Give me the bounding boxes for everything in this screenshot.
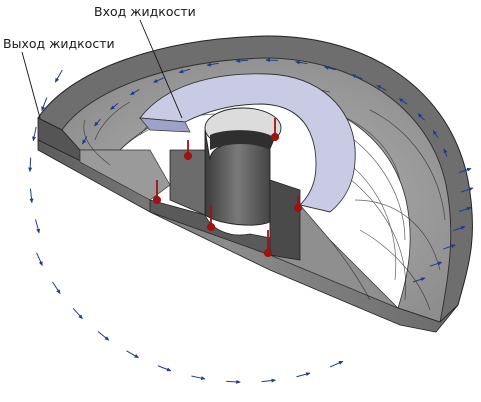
blade-curve	[344, 174, 407, 301]
inlet-leader-line	[139, 19, 183, 119]
velocity-arrow	[36, 252, 43, 267]
velocity-arrow	[126, 350, 139, 359]
velocity-arrow	[35, 219, 41, 234]
velocity-arrow	[29, 188, 34, 204]
velocity-arrow	[191, 375, 206, 381]
velocity-arrow	[432, 130, 439, 139]
velocity-arrow	[324, 65, 336, 71]
velocity-arrow	[32, 126, 37, 142]
velocity-arrow	[94, 118, 101, 127]
pressure-arrow	[270, 118, 280, 142]
velocity-arrow	[296, 372, 311, 378]
velocity-arrow	[97, 331, 110, 341]
velocity-arrow	[41, 97, 48, 112]
velocity-arrow	[417, 113, 425, 121]
velocity-arrow	[178, 68, 191, 74]
blade-curve	[94, 101, 131, 141]
velocity-arrow	[398, 97, 408, 105]
pressure-arrow	[206, 205, 216, 232]
velocity-arrow	[72, 307, 83, 320]
velocity-arrow	[52, 281, 61, 295]
velocity-arrow	[153, 77, 164, 83]
velocity-arrow	[458, 206, 472, 212]
velocity-arrow	[376, 84, 387, 91]
velocity-arrow	[429, 261, 443, 267]
blade-curve	[83, 119, 111, 166]
velocity-arrow	[412, 277, 426, 283]
velocity-arrow	[206, 62, 219, 67]
pressure-arrow	[152, 180, 162, 205]
pressure-arrow	[293, 196, 303, 213]
velocity-arrow	[129, 89, 140, 96]
blade-curve	[354, 199, 441, 271]
pressure-arrows	[152, 118, 303, 258]
outlet-leader-line	[21, 51, 41, 119]
hub-inner-shadow	[210, 130, 275, 150]
inlet-ring	[139, 73, 356, 213]
velocity-arrow	[443, 148, 448, 157]
velocity-arrow	[452, 225, 466, 232]
hub-right-block	[269, 179, 301, 261]
velocity-arrow	[261, 378, 276, 383]
velocity-arrow	[235, 58, 249, 63]
blade-curve	[329, 239, 371, 301]
inlet-ring-cut-face	[139, 117, 191, 133]
callout-leaders	[21, 19, 183, 119]
pressure-arrow	[183, 140, 193, 161]
velocity-arrow	[443, 244, 456, 250]
outlet-label: Выход жидкости	[3, 36, 115, 51]
velocity-arrow	[226, 379, 241, 384]
velocity-arrow	[295, 60, 308, 65]
velocity-arrow	[460, 187, 474, 193]
velocity-arrow	[82, 136, 88, 145]
blade-curve	[369, 109, 446, 221]
velocity-arrow	[54, 69, 63, 83]
inlet-label: Вход жидкости	[94, 4, 196, 19]
pressure-arrow	[263, 230, 273, 258]
velocity-arrow	[110, 102, 119, 110]
velocity-arrow	[28, 157, 33, 173]
inner-wall-step	[79, 149, 171, 201]
velocity-arrow	[329, 360, 344, 368]
velocity-arrow	[458, 167, 472, 173]
velocity-arrow	[351, 74, 363, 80]
blade-curve	[359, 229, 431, 311]
velocity-arrows	[28, 58, 474, 384]
velocity-arrow	[157, 365, 172, 372]
